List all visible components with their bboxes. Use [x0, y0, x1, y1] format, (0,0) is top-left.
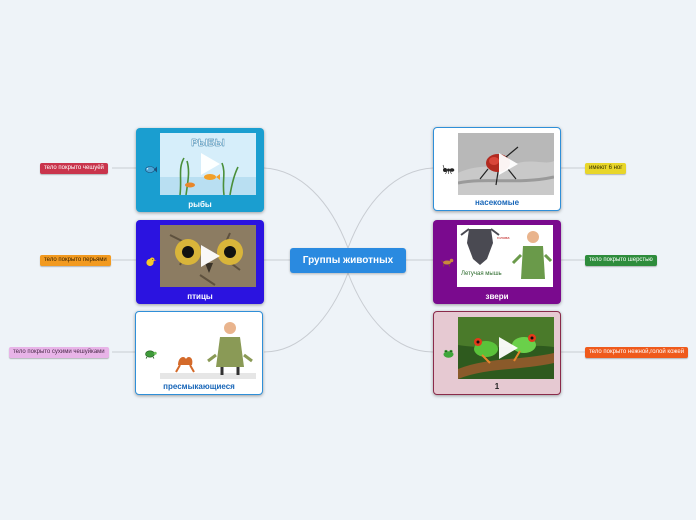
topic-birds[interactable]: птицы: [136, 220, 264, 304]
topic-amphibians[interactable]: 1: [433, 311, 561, 395]
mammals-label: звери: [485, 292, 509, 301]
note-mammals-label: тело покрыто шерстью: [589, 257, 653, 263]
insects-video-thumbnail[interactable]: [458, 133, 554, 195]
fish-video-thumbnail[interactable]: РЫБЫ: [160, 133, 256, 195]
topic-reptiles[interactable]: пресмыкающиеся: [135, 311, 263, 395]
amphibians-label: 1: [494, 382, 500, 391]
fish-thumb-title: РЫБЫ: [191, 138, 225, 149]
note-mammals[interactable]: тело покрыто шерстью: [585, 255, 657, 266]
note-reptiles[interactable]: тело покрыто сухими чешуйками: [9, 347, 109, 358]
central-topic-label: Группы животных: [302, 255, 394, 266]
note-fish-label: тело покрыто чешуёй: [44, 165, 104, 171]
note-birds-label: тело покрыто перьями: [44, 257, 107, 263]
note-insects-label: имеют 6 ног: [589, 165, 623, 171]
play-icon[interactable]: [498, 245, 517, 267]
play-icon[interactable]: [201, 245, 220, 267]
insects-label: насекомые: [474, 198, 520, 207]
topic-mammals[interactable]: Летучая мышь голова звери: [433, 220, 561, 304]
frog-icon: [443, 349, 454, 358]
fish-label: рыбы: [188, 200, 212, 209]
link-central-fish: [263, 167, 349, 249]
ant-icon: [442, 164, 455, 175]
note-birds[interactable]: тело покрыто перьями: [40, 255, 111, 266]
mammals-thumb-tag: голова: [497, 235, 510, 240]
central-topic[interactable]: Группы животных: [290, 248, 406, 273]
play-icon[interactable]: [499, 153, 518, 175]
note-amphibians[interactable]: тело покрыто нежной,голой кожей: [585, 347, 689, 358]
reptiles-video-thumbnail: [160, 317, 256, 379]
note-amphibians-label: тело покрыто нежной,голой кожей: [589, 349, 685, 355]
amphibians-video-thumbnail[interactable]: [458, 317, 554, 379]
play-icon[interactable]: [201, 153, 220, 175]
note-insects[interactable]: имеют 6 ног: [585, 163, 627, 174]
play-icon[interactable]: [499, 337, 518, 359]
reptiles-label: пресмыкающиеся: [163, 382, 235, 391]
dog-icon: [441, 258, 454, 267]
topic-fish[interactable]: РЫБЫ рыбы: [136, 128, 264, 212]
turtle-icon: [145, 350, 157, 359]
birds-video-thumbnail[interactable]: [160, 225, 256, 287]
birds-label: птицы: [187, 292, 213, 301]
fish-icon: [145, 166, 157, 173]
link-central-insects: [347, 167, 434, 249]
note-fish[interactable]: тело покрыто чешуёй: [40, 163, 108, 174]
topic-insects[interactable]: насекомые: [433, 127, 561, 211]
link-central-amphibians: [347, 272, 434, 353]
note-reptiles-label: тело покрыто сухими чешуйками: [13, 349, 105, 355]
chick-icon: [146, 257, 157, 267]
mammals-video-thumbnail[interactable]: Летучая мышь голова: [457, 225, 553, 287]
mammals-thumb-title: Летучая мышь: [461, 271, 502, 277]
link-central-reptiles: [263, 272, 349, 353]
